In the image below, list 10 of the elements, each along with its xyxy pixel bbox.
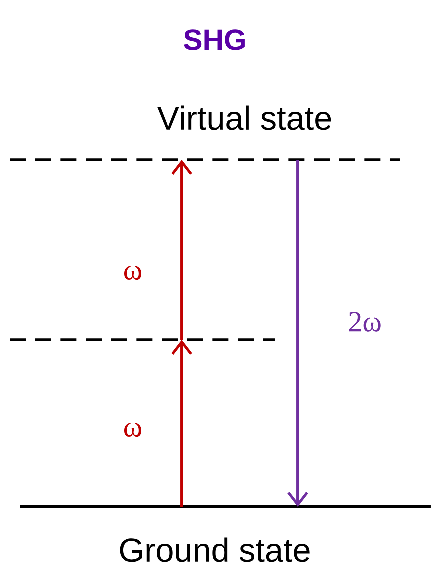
edge-label: 2ω bbox=[349, 312, 381, 332]
arrow bbox=[288, 160, 308, 507]
level-label: Ground state bbox=[120, 538, 310, 562]
edge-label: ω bbox=[124, 422, 142, 438]
level-label: Virtual state bbox=[157, 106, 332, 130]
title: SHG bbox=[184, 30, 245, 50]
energy-level bbox=[10, 338, 275, 342]
arrow bbox=[172, 340, 192, 507]
edge-label: ω bbox=[124, 266, 142, 280]
arrow bbox=[172, 160, 192, 340]
